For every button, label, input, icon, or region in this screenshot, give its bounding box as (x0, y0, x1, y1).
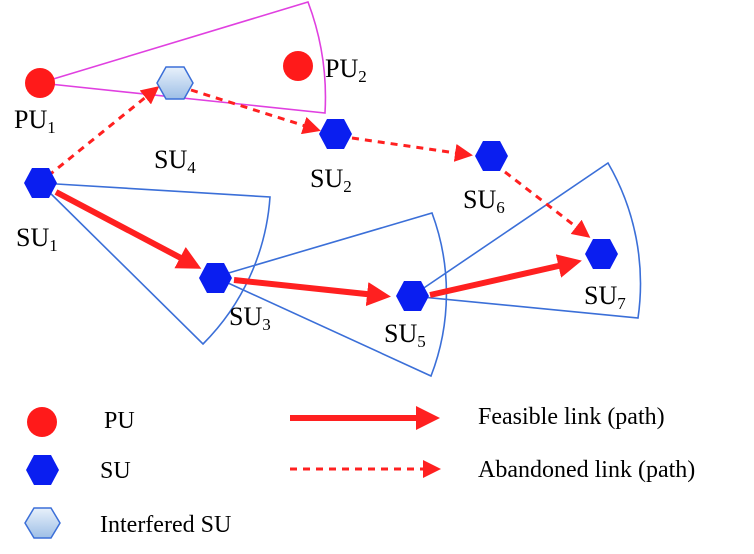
legend-su-icon (26, 455, 59, 485)
legend-su-label: SU (100, 458, 131, 484)
pu2-node (283, 51, 313, 81)
abandoned-link-su4-su2 (190, 88, 321, 135)
su1-transmission-sector (37, 182, 271, 346)
su3-label: SU3 (229, 302, 271, 334)
su3-node (199, 263, 232, 293)
su5-node (396, 281, 429, 311)
su6-node (475, 141, 508, 171)
pu1-label: PU1 (14, 105, 56, 137)
pu1-transmission-sector (39, 1, 327, 114)
su4-interfered-node (156, 66, 194, 100)
legend-interfered-su-icon (24, 507, 61, 539)
pu2-label: PU2 (325, 54, 367, 86)
pu1-node (25, 68, 55, 98)
su7-node (585, 239, 618, 269)
su1-node (24, 168, 57, 198)
su4-label: SU4 (154, 145, 196, 177)
legend: PU SU Interfered SU Feasible link (path)… (24, 404, 695, 539)
legend-interfered-su-label: Interfered SU (100, 512, 231, 538)
su6-label: SU6 (463, 185, 505, 217)
feasible-link-su3-su5 (233, 277, 391, 307)
legend-pu-icon (27, 407, 57, 437)
feasible-link-su5-su7 (429, 254, 582, 298)
su5-transmission-sector (409, 161, 642, 319)
abandoned-link-su2-su6 (351, 136, 473, 162)
abandoned-link-su6-su7 (504, 170, 591, 238)
legend-abandoned-label: Abandoned link (path) (478, 457, 695, 483)
abandoned-link-su1-su4 (47, 86, 160, 178)
legend-feasible-label: Feasible link (path) (478, 404, 665, 430)
feasible-link-su1-su3 (54, 189, 202, 269)
su7-label: SU7 (584, 281, 626, 313)
su1-label: SU1 (16, 223, 58, 255)
su2-label: SU2 (310, 164, 352, 196)
su3-transmission-sector (212, 212, 448, 378)
su5-label: SU5 (384, 319, 426, 351)
legend-pu-label: PU (104, 408, 135, 434)
su2-node (319, 119, 352, 149)
